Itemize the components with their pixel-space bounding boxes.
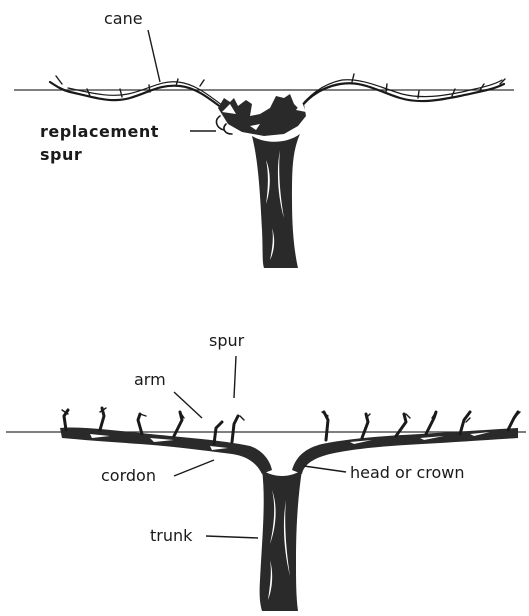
- right-cane: [294, 74, 505, 116]
- leader-trunk: [206, 536, 258, 538]
- leader-cordon: [174, 460, 214, 476]
- label-trunk: trunk: [150, 526, 193, 545]
- label-cane: cane: [104, 9, 143, 28]
- leader-spur: [234, 356, 236, 398]
- cordon-trained-vine: spur arm cordon head or crown trunk: [6, 331, 526, 611]
- cane-pruned-vine: cane replacement spur: [14, 9, 514, 268]
- leader-arm: [174, 392, 202, 418]
- label-spur-top: spur: [40, 145, 82, 164]
- label-replacement: replacement: [40, 122, 159, 141]
- leader-cane: [148, 30, 160, 82]
- leader-head-or-crown: [304, 466, 346, 472]
- top-head: [217, 94, 306, 136]
- label-arm: arm: [134, 370, 166, 389]
- top-trunk: [252, 134, 300, 268]
- label-head-or-crown: head or crown: [350, 463, 465, 482]
- bottom-trunk: [260, 470, 302, 611]
- left-cane: [50, 76, 236, 118]
- label-cordon: cordon: [101, 466, 156, 485]
- left-cordon: [60, 427, 272, 474]
- label-spur: spur: [209, 331, 245, 350]
